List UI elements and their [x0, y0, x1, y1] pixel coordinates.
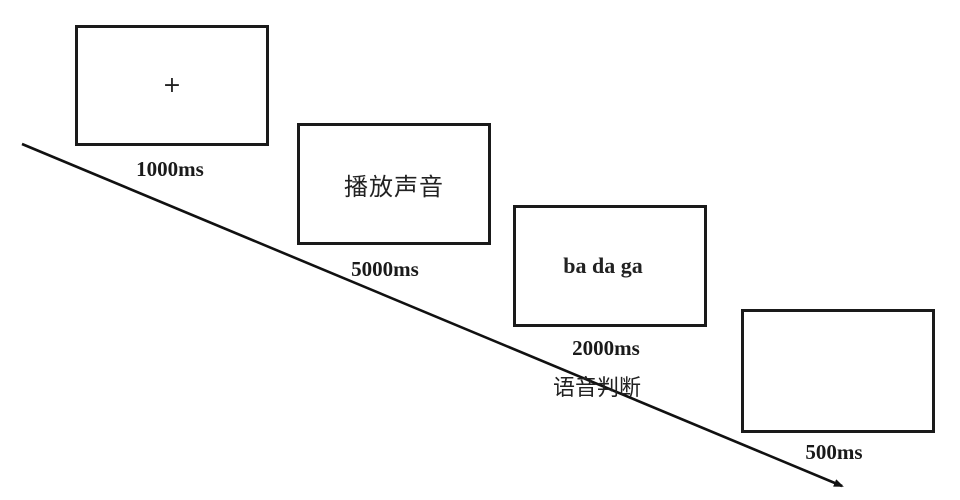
screen-play-sound: 播放声音	[297, 123, 491, 245]
screen-blank	[741, 309, 935, 433]
screen-fixation: +	[75, 25, 269, 146]
duration-label-syllable: 2000ms	[572, 336, 640, 360]
duration-label-blank: 500ms	[805, 440, 863, 464]
duration-label-fixation: 1000ms	[136, 157, 204, 181]
task-label-phoneme-judgment: 语音判断	[553, 376, 642, 401]
syllable-options: ba da ga	[563, 253, 643, 278]
screen-syllable-choice: ba da ga	[513, 205, 707, 327]
duration-label-play-sound: 5000ms	[351, 257, 419, 281]
play-sound-text: 播放声音	[344, 172, 444, 201]
fixation-cross: +	[162, 73, 182, 98]
